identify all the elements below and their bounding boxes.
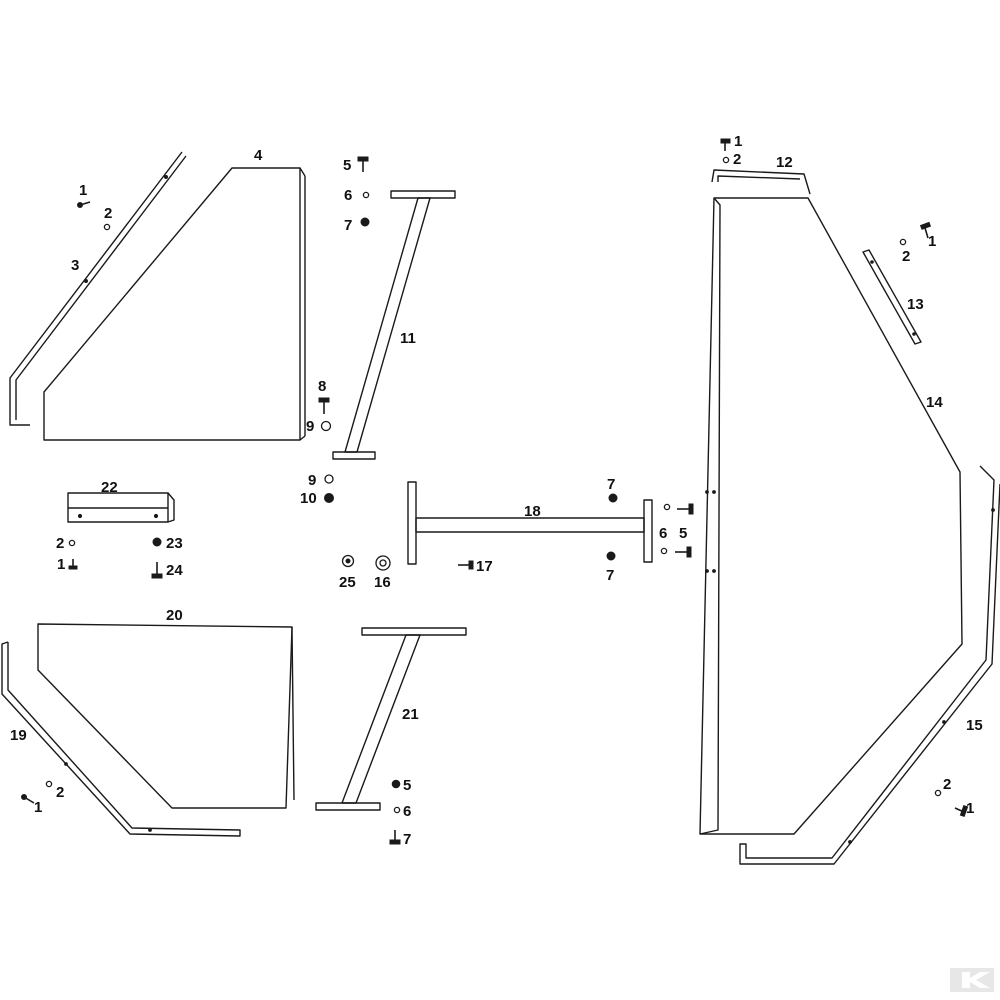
label-5-strut: 5 bbox=[403, 777, 411, 794]
bolt-icon bbox=[954, 804, 969, 818]
part-21-strut bbox=[315, 627, 467, 811]
label-1-top: 1 bbox=[734, 133, 742, 150]
brand-logo bbox=[950, 968, 994, 992]
nut-icon bbox=[606, 551, 616, 561]
part-4-panel bbox=[43, 167, 306, 441]
bolt-icon bbox=[675, 546, 692, 558]
label-16: 16 bbox=[374, 574, 391, 591]
label-2-lower-left: 2 bbox=[56, 784, 64, 801]
washer-icon bbox=[320, 420, 332, 432]
part-3-strip bbox=[9, 151, 187, 426]
part-labels: 1 2 3 4 5 6 7 8 9 11 9 10 1 2 12 1 2 13 … bbox=[10, 133, 983, 848]
label-18: 18 bbox=[524, 503, 541, 520]
label-21: 21 bbox=[402, 706, 419, 723]
bolt-icon bbox=[21, 794, 35, 804]
nut-icon bbox=[391, 779, 401, 789]
part-18-tube bbox=[407, 481, 653, 565]
washer-icon bbox=[722, 156, 730, 164]
washer-icon bbox=[45, 780, 53, 788]
washer-icon bbox=[393, 806, 401, 814]
label-7: 7 bbox=[344, 217, 352, 234]
label-13: 13 bbox=[907, 296, 924, 313]
label-1-lower-left: 1 bbox=[34, 799, 42, 816]
label-2-top: 2 bbox=[733, 151, 741, 168]
bolt-icon bbox=[389, 830, 401, 845]
label-3: 3 bbox=[71, 257, 79, 274]
label-1: 1 bbox=[79, 182, 87, 199]
label-6-tube: 6 bbox=[659, 525, 667, 542]
bolt-icon bbox=[318, 397, 330, 414]
washer-icon bbox=[934, 789, 942, 797]
label-7-strut: 7 bbox=[403, 831, 411, 848]
washer-icon bbox=[362, 191, 370, 199]
label-5: 5 bbox=[343, 157, 351, 174]
nut-icon bbox=[152, 537, 162, 547]
label-6: 6 bbox=[344, 187, 352, 204]
part-13-strip bbox=[862, 249, 922, 345]
hardware bbox=[21, 138, 969, 845]
label-7-upper: 7 bbox=[607, 476, 615, 493]
label-9: 9 bbox=[306, 418, 314, 435]
label-5-tube: 5 bbox=[679, 525, 687, 542]
label-12: 12 bbox=[776, 154, 793, 171]
part-15-strip bbox=[739, 465, 1000, 865]
bolt-icon bbox=[720, 138, 731, 151]
label-2: 2 bbox=[104, 205, 112, 222]
bolt-icon bbox=[919, 221, 932, 239]
bolt-icon bbox=[357, 156, 369, 172]
washer-icon bbox=[103, 223, 111, 231]
bolt-icon bbox=[151, 562, 163, 579]
nut-icon bbox=[608, 493, 618, 503]
label-7-lower: 7 bbox=[606, 567, 614, 584]
label-22: 22 bbox=[101, 479, 118, 496]
bolt-icon bbox=[68, 559, 78, 570]
label-19: 19 bbox=[10, 727, 27, 744]
label-6-strut: 6 bbox=[403, 803, 411, 820]
part-20-panel bbox=[37, 623, 295, 809]
label-23: 23 bbox=[166, 535, 183, 552]
part-19-strip bbox=[1, 641, 241, 837]
label-4: 4 bbox=[254, 147, 263, 164]
label-1-lower-right: 1 bbox=[966, 800, 974, 817]
label-11: 11 bbox=[400, 330, 416, 347]
washer-icon bbox=[324, 474, 334, 484]
label-8: 8 bbox=[318, 378, 326, 395]
label-10: 10 bbox=[300, 490, 317, 507]
nut-icon bbox=[324, 493, 334, 503]
part-22-bracket bbox=[67, 492, 175, 523]
label-14: 14 bbox=[926, 394, 943, 411]
label-17: 17 bbox=[476, 558, 493, 575]
part-14-panel bbox=[699, 197, 963, 835]
label-9-lower: 9 bbox=[308, 472, 316, 489]
part-12-bracket bbox=[711, 169, 811, 195]
label-1-bracket: 1 bbox=[57, 556, 65, 573]
washer-icon bbox=[899, 238, 907, 246]
label-2-bracket: 2 bbox=[56, 535, 64, 552]
label-2-right: 2 bbox=[902, 248, 910, 265]
nut-icon bbox=[360, 217, 370, 227]
label-24: 24 bbox=[166, 562, 183, 579]
label-15: 15 bbox=[966, 717, 983, 734]
part-11-strut bbox=[332, 190, 456, 460]
bolt-icon bbox=[77, 201, 91, 208]
label-20: 20 bbox=[166, 607, 183, 624]
label-25: 25 bbox=[339, 574, 356, 591]
washer-icon bbox=[68, 539, 76, 547]
bolt-icon bbox=[677, 503, 694, 515]
label-2-lower-right: 2 bbox=[943, 776, 951, 793]
washer-icon bbox=[660, 547, 668, 555]
label-1-right: 1 bbox=[928, 233, 936, 250]
bolt-icon bbox=[458, 560, 474, 570]
washer-icon bbox=[663, 503, 671, 511]
